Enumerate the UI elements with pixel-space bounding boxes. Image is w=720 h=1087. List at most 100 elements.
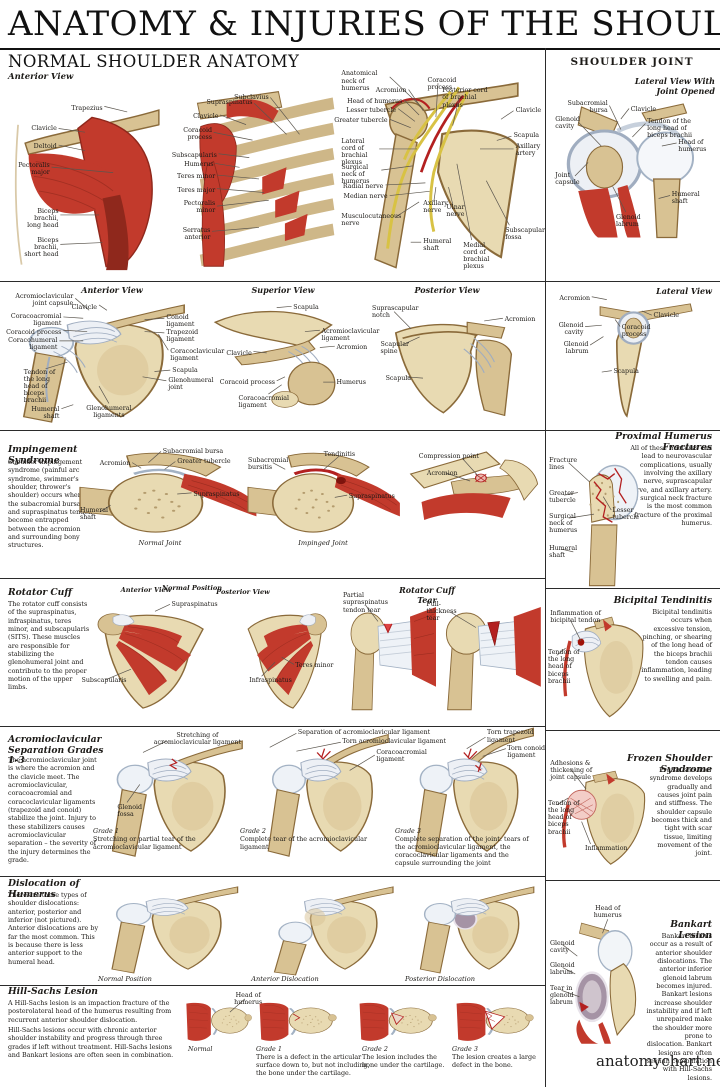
figure-label: Trapezoid ligament [166, 328, 199, 343]
figure-label: Biceps brachii, long head [27, 207, 59, 229]
figure-label: Supraspinatus [348, 492, 395, 500]
leader-lines [400, 732, 545, 860]
figure-label: Subscapularis [81, 677, 127, 685]
figure-label: Medial cord of brachial plexus [463, 242, 490, 271]
figure-label: Acromion [426, 470, 458, 477]
figure-label: Scapula [513, 131, 540, 139]
figure-label: Suprascapular notch [372, 304, 419, 320]
grade-caption: Grade 2 Complete tear of the acromioclav… [240, 827, 372, 851]
leader-lines [80, 438, 260, 550]
leader-lines [248, 438, 403, 550]
condition-title-rotator-cuff: Rotator Cuff [8, 587, 72, 598]
figure-label: Tendinitis [323, 451, 356, 459]
grade-name: Grade 3 [452, 1045, 478, 1053]
grade-desc: The lesion includes the bone under the c… [362, 1053, 445, 1069]
figure-caption: Normal Joint [138, 539, 182, 547]
figure-label: Clavicle [193, 112, 219, 120]
condition-title-bankart: Bankart Lesion [670, 919, 712, 941]
figure-label: Tendon of the long head of biceps brachi… [23, 368, 56, 404]
illustration [563, 616, 644, 718]
figure-caption: Normal Position [98, 975, 152, 983]
leader-lines [550, 918, 655, 1045]
divider [0, 430, 545, 431]
figure-label: Clavicle [515, 106, 542, 114]
illustration [419, 886, 535, 974]
figure-label: Scapula [172, 367, 198, 375]
figure-cuff-tear-partial: Partial supraspinatus tendon tear [338, 590, 438, 711]
grade-caption: Grade 1 Stretching or partial tear of th… [93, 827, 213, 851]
figure-cuff-tear-full: Full-thickness tear [424, 590, 542, 711]
figure-label: Coracoid process [183, 126, 213, 141]
grade-desc: There is a defect in the articular surfa… [256, 1053, 370, 1077]
figure-caption: Anterior View [120, 586, 172, 594]
figure-label: Clavicle [31, 124, 57, 132]
illustration [111, 886, 239, 974]
figure-label: Scapula [293, 303, 319, 311]
figure-label: Tear in glenoid labrum [550, 985, 574, 1007]
illustration [445, 606, 541, 711]
grade-caption: Grade 1 There is a defect in the articul… [256, 1045, 374, 1077]
view-caption: Anterior View [81, 285, 143, 295]
figure-label: Coracoacromial ligament [238, 395, 290, 410]
figure-label: Coracohumeral ligament [8, 336, 58, 351]
figure-label: Supraspinatus [193, 490, 240, 498]
leader-lines [372, 293, 542, 426]
illustration [111, 740, 243, 857]
figure-label: Partial supraspinatus tendon tear [343, 592, 388, 614]
figure-label: Acromioclavicular ligament [321, 327, 380, 342]
figure-label: Separation of acromioclavicular ligament [297, 729, 431, 737]
figure-label: Glenoid labrum [550, 962, 575, 977]
figure-label: Glenoid cavity [550, 939, 575, 954]
figure-label: Full-thickness tear [426, 600, 457, 622]
illustration [186, 1002, 252, 1041]
illustration [415, 727, 534, 857]
grade-name: Grade 3 [395, 827, 421, 835]
figure-label: Pectoralis minor [183, 200, 216, 215]
condition-body-frozen: Frozen shoulder syndrome develops gradua… [649, 766, 712, 858]
divider [0, 578, 545, 579]
figure-caption: Normal Position [161, 584, 223, 592]
condition-body-impingement: Shoulder impingement syndrome (painful a… [8, 458, 93, 550]
figure-label: Tendon of the long head of biceps brachi… [548, 649, 580, 685]
figure-caption: Anterior Dislocation [251, 975, 319, 983]
figure-label: Axillary artery [515, 142, 541, 157]
figure-label: Conoid ligament [166, 314, 195, 329]
figure-caption: Posterior Dislocation [404, 975, 475, 983]
divider [545, 281, 720, 282]
figure-hill-sachs-grade3 [455, 998, 535, 1045]
section-heading-shoulder-joint: SHOULDER JOINT [570, 56, 694, 68]
figure-label: Acromion [99, 460, 131, 468]
figure-label: Median nerve [343, 193, 388, 201]
view-caption: Superior View [251, 285, 315, 295]
illustration [213, 310, 336, 408]
divider [0, 726, 545, 727]
figure-label: Glenoid labrum [615, 213, 641, 228]
illustration [267, 733, 389, 857]
view-caption: Lateral View [656, 286, 712, 296]
condition-body-ac-separation: The acromioclavicular joint is where the… [8, 756, 97, 864]
figure-caption: Posterior View [216, 588, 270, 596]
figure-label: Humeral shaft [671, 191, 700, 206]
condition-title-dislocation: Dislocation of Humerus [8, 878, 80, 900]
figure-label: Musculocutaneous nerve [341, 212, 402, 227]
figure-label: Trapezius [71, 104, 103, 112]
condition-title-impingement: Impingement Syndrome [8, 444, 78, 466]
condition-title-fractures: Proximal Humerus Fractures [615, 431, 712, 453]
figure-label: Coracoacromial ligament [10, 312, 62, 327]
leader-lines [338, 590, 438, 711]
leader-lines [185, 998, 253, 1045]
figure-caption: Impinged Joint [298, 539, 348, 547]
figure-label: Head of humerus [678, 138, 707, 153]
figure-label: Greater tubercle [549, 489, 576, 504]
figure-label: Coracoid process [219, 379, 276, 387]
view-caption-anterior: Anterior View [8, 72, 74, 82]
figure-label: Biceps brachii, short head [24, 237, 59, 259]
